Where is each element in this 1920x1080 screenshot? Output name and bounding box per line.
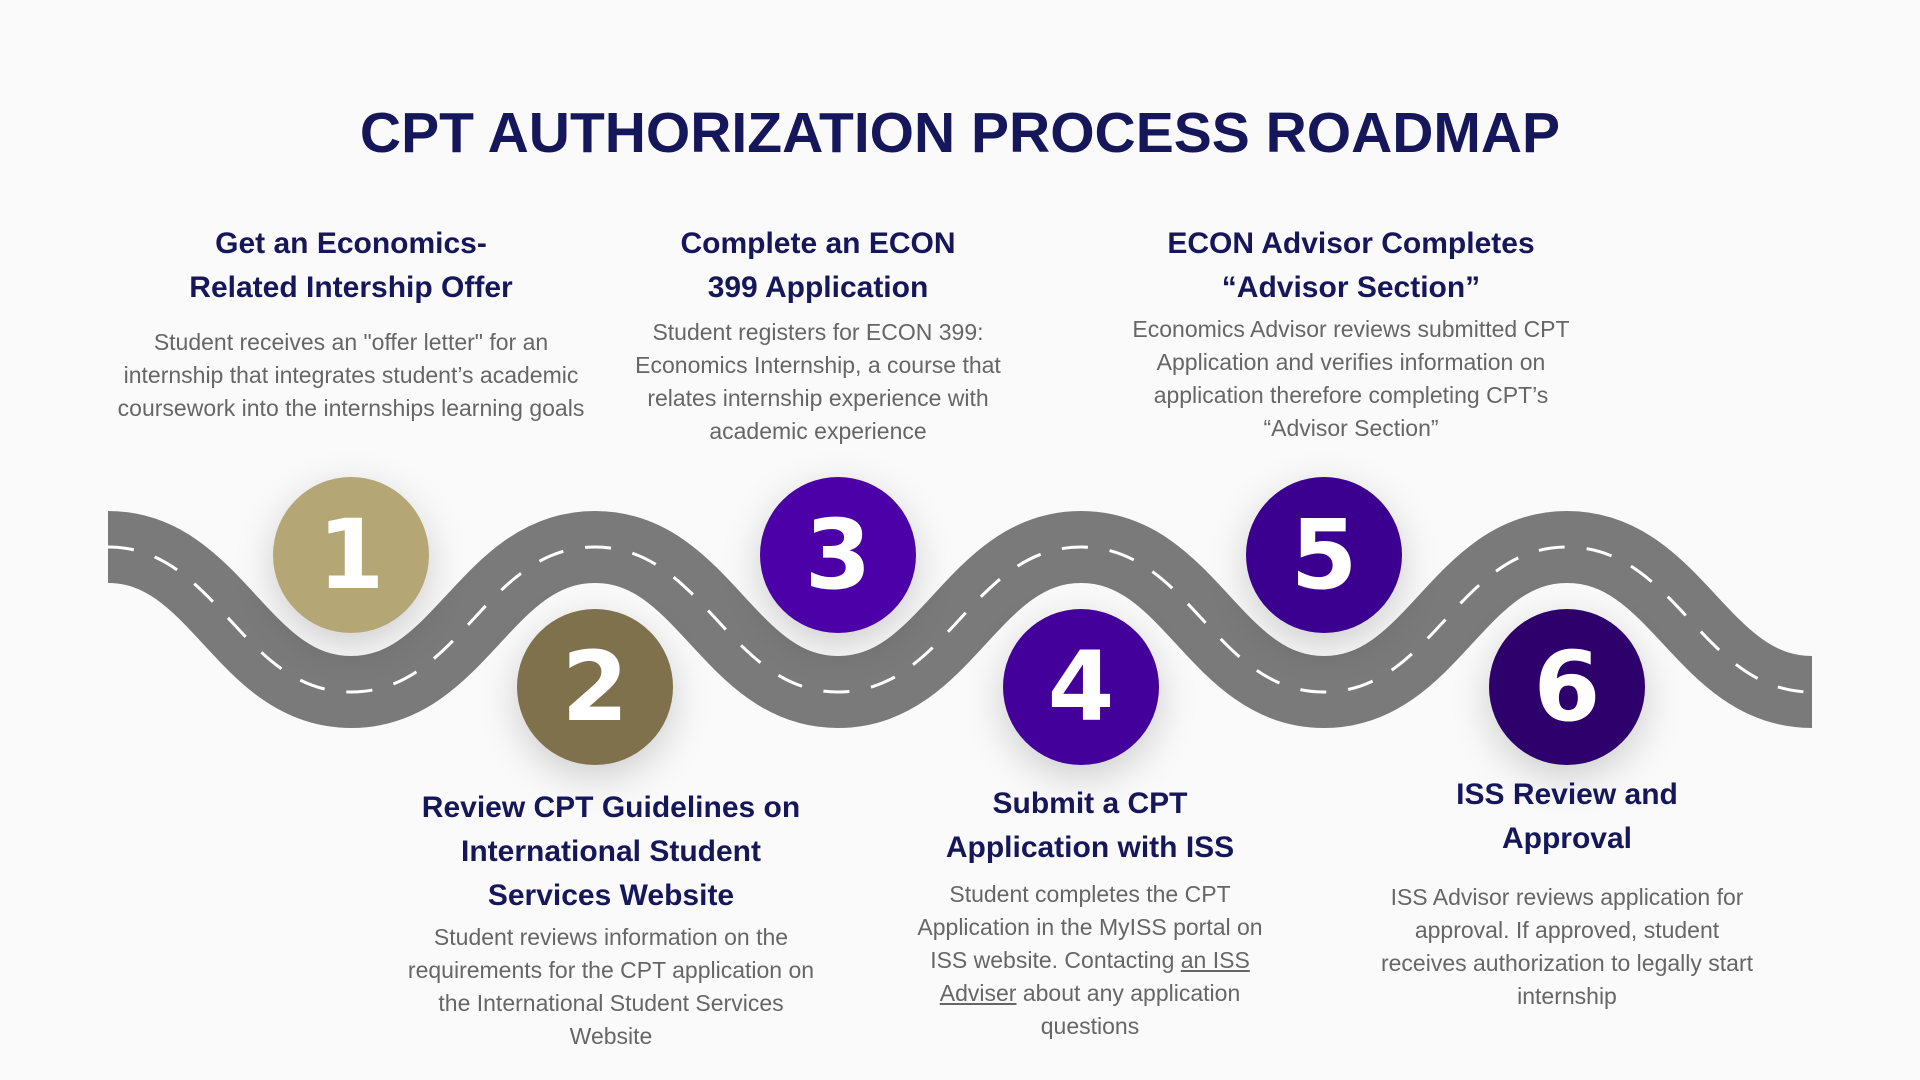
step-4-description: Student completes the CPT Application in… [900, 878, 1280, 1043]
step-4-description-text: Student completes the CPT Application in… [917, 881, 1263, 973]
step-5: ECON Advisor Completes “Advisor Section”… [1126, 222, 1576, 445]
road-center-dashes [107, 545, 1813, 694]
step-5-number: 5 [1290, 499, 1358, 611]
step-1-number: 1 [317, 499, 385, 611]
step-5-marker: 5 [1246, 477, 1402, 633]
step-4-number: 4 [1047, 631, 1115, 743]
step-6-heading: ISS Review and Approval [1456, 778, 1678, 855]
step-2-heading: Review CPT Guidelines on International S… [421, 791, 801, 912]
step-4-description-text-end: about any application questions [1016, 980, 1241, 1039]
step-1-description: Student receives an "offer letter" for a… [117, 329, 585, 421]
step-5-heading: ECON Advisor Completes “Advisor Section” [1167, 227, 1535, 304]
step-6: ISS Review and Approval ISS Advisor revi… [1377, 773, 1757, 1013]
step-5-description: Economics Advisor reviews submitted CPT … [1132, 316, 1570, 441]
step-2-description: Student reviews information on the requi… [407, 924, 815, 1049]
step-2: Review CPT Guidelines on International S… [401, 786, 821, 1053]
step-6-marker: 6 [1489, 609, 1645, 765]
step-3: Complete an ECON 399 Application Student… [618, 222, 1018, 448]
page-title: CPT AUTHORIZATION PROCESS ROADMAP [359, 101, 1561, 165]
step-1: Get an Economics- Related Intership Offe… [116, 222, 586, 425]
step-3-description: Student registers for ECON 399: Economic… [635, 319, 1001, 444]
step-3-heading: Complete an ECON 399 Application [680, 227, 956, 304]
step-1-heading: Get an Economics- Related Intership Offe… [189, 227, 513, 304]
step-4-heading: Submit a CPT Application with ISS [945, 787, 1235, 864]
step-2-marker: 2 [517, 609, 673, 765]
step-2-number: 2 [561, 631, 629, 743]
iss-adviser-link[interactable]: an ISS Adviser [939, 947, 1250, 1006]
step-4-marker: 4 [1003, 609, 1159, 765]
step-3-number: 3 [804, 499, 872, 611]
step-6-number: 6 [1533, 631, 1601, 743]
step-4: Submit a CPT Application with ISS Studen… [900, 782, 1280, 1043]
step-1-marker: 1 [273, 477, 429, 633]
step-3-marker: 3 [760, 477, 916, 633]
step-6-description: ISS Advisor reviews application for appr… [1380, 884, 1754, 1009]
